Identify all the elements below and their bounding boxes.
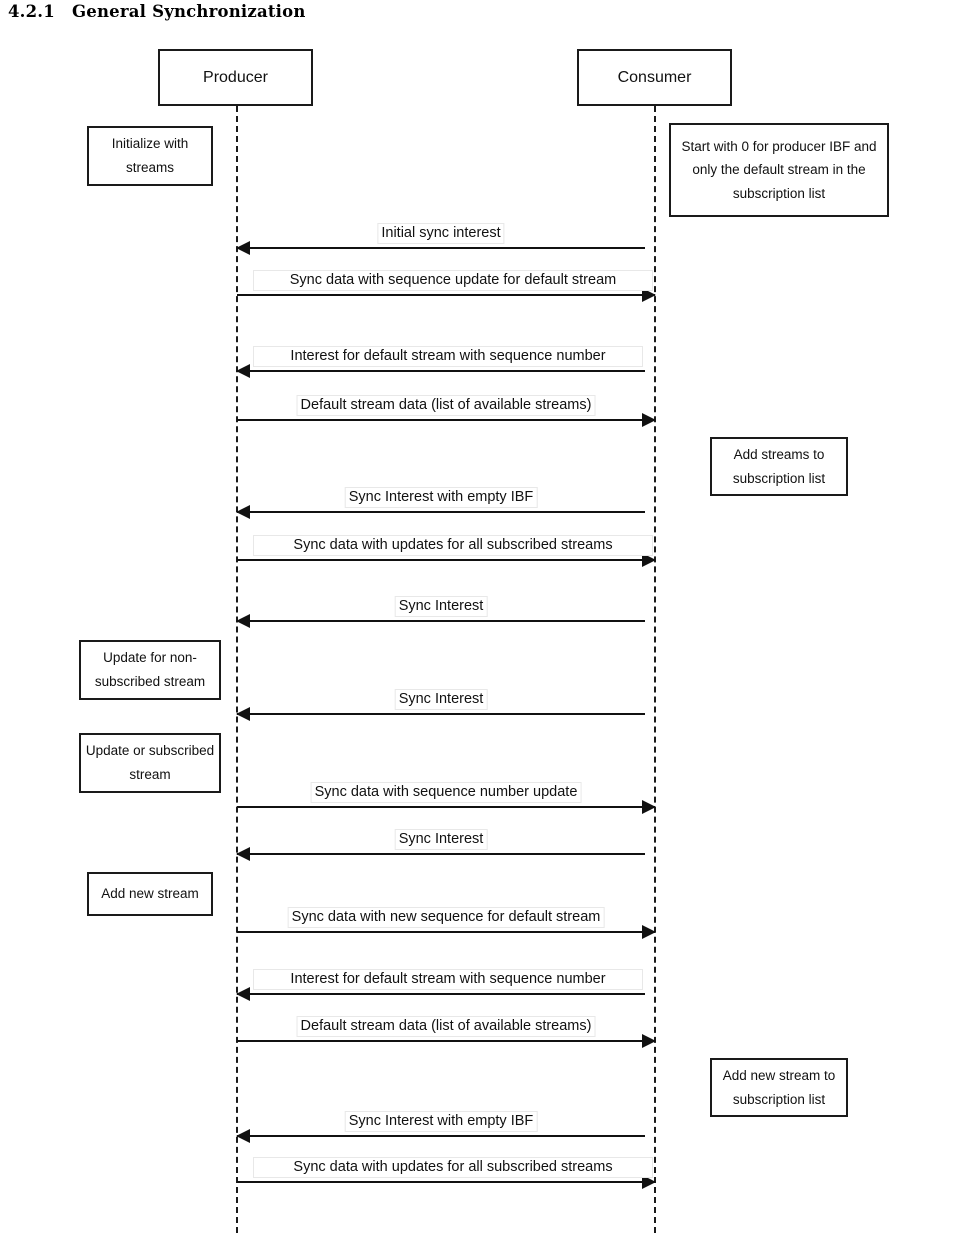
- arrowhead-right-icon: [642, 799, 656, 814]
- message-line: [237, 620, 645, 622]
- arrowhead-left-icon: [236, 240, 250, 255]
- actor-box-consumer: Consumer: [577, 49, 732, 106]
- message-line: [237, 806, 655, 808]
- arrowhead-left-icon: [236, 986, 250, 1001]
- message-line: [237, 1135, 645, 1137]
- message-line: [237, 419, 655, 421]
- section-number: 4.2.1: [8, 2, 55, 21]
- note-add-streams-to-subscription-list: Add streams to subscription list: [710, 437, 848, 496]
- arrowhead-right-icon: [642, 552, 656, 567]
- note-text: Update for non-subscribed stream: [94, 650, 206, 689]
- actor-label-consumer: Consumer: [617, 68, 692, 86]
- message-label: Sync Interest with empty IBF: [344, 1110, 538, 1132]
- note-start-with-zero-producer-ibf: Start with 0 for producer IBF and only t…: [669, 123, 889, 217]
- message-label: Sync Interest: [394, 595, 488, 617]
- note-text: Start with 0 for producer IBF and only t…: [681, 138, 877, 201]
- note-text: Add new stream: [101, 886, 199, 902]
- arrowhead-right-icon: [642, 924, 656, 939]
- arrowhead-right-icon: [642, 1174, 656, 1189]
- arrowhead-left-icon: [236, 363, 250, 378]
- message-label: Default stream data (list of available s…: [296, 394, 596, 416]
- message-label: Sync data with updates for all subscribe…: [253, 534, 653, 556]
- note-initialize-with-streams: Initialize with streams: [87, 126, 213, 186]
- note-text: Add new stream to subscription list: [722, 1067, 836, 1107]
- message-line: [237, 853, 645, 855]
- note-text: Initialize with streams: [111, 136, 189, 175]
- message-line: [237, 993, 645, 995]
- note-text: Update or subscribed stream: [85, 743, 215, 782]
- section-title: General Synchronization: [72, 2, 306, 21]
- arrowhead-left-icon: [236, 613, 250, 628]
- arrowhead-left-icon: [236, 504, 250, 519]
- arrowhead-left-icon: [236, 846, 250, 861]
- note-add-new-stream: Add new stream: [87, 872, 213, 916]
- actor-label-producer: Producer: [203, 68, 268, 86]
- arrowhead-left-icon: [236, 1128, 250, 1143]
- message-label: Initial sync interest: [377, 222, 505, 244]
- message-label: Interest for default stream with sequenc…: [253, 968, 643, 990]
- note-update-for-non-subscribed-stream: Update for non-subscribed stream: [79, 640, 221, 700]
- message-line: [237, 1040, 655, 1042]
- message-line: [237, 559, 655, 561]
- message-line: [237, 294, 655, 296]
- actor-box-producer: Producer: [158, 49, 313, 106]
- lifeline-producer: [236, 106, 238, 1233]
- arrowhead-left-icon: [236, 706, 250, 721]
- message-label: Sync data with sequence update for defau…: [253, 269, 653, 291]
- message-label: Sync data with new sequence for default …: [287, 906, 605, 928]
- lifeline-consumer: [654, 106, 656, 1233]
- arrowhead-right-icon: [642, 287, 656, 302]
- arrowhead-right-icon: [642, 1033, 656, 1048]
- message-line: [237, 1181, 655, 1183]
- page-title: 4.2.1 General Synchronization: [8, 2, 306, 21]
- message-line: [237, 713, 645, 715]
- message-label: Default stream data (list of available s…: [296, 1015, 596, 1037]
- message-label: Interest for default stream with sequenc…: [253, 345, 643, 367]
- note-add-new-stream-to-subscription-list: Add new stream to subscription list: [710, 1058, 848, 1117]
- message-label: Sync data with sequence number update: [310, 781, 582, 803]
- message-label: Sync Interest: [394, 688, 488, 710]
- message-line: [237, 370, 645, 372]
- message-line: [237, 247, 645, 249]
- message-label: Sync Interest with empty IBF: [344, 486, 538, 508]
- message-line: [237, 931, 655, 933]
- message-label: Sync data with updates for all subscribe…: [253, 1156, 653, 1178]
- note-update-or-subscribed-stream: Update or subscribed stream: [79, 733, 221, 793]
- arrowhead-right-icon: [642, 412, 656, 427]
- message-label: Sync Interest: [394, 828, 488, 850]
- message-line: [237, 511, 645, 513]
- note-text: Add streams to subscription list: [732, 446, 826, 486]
